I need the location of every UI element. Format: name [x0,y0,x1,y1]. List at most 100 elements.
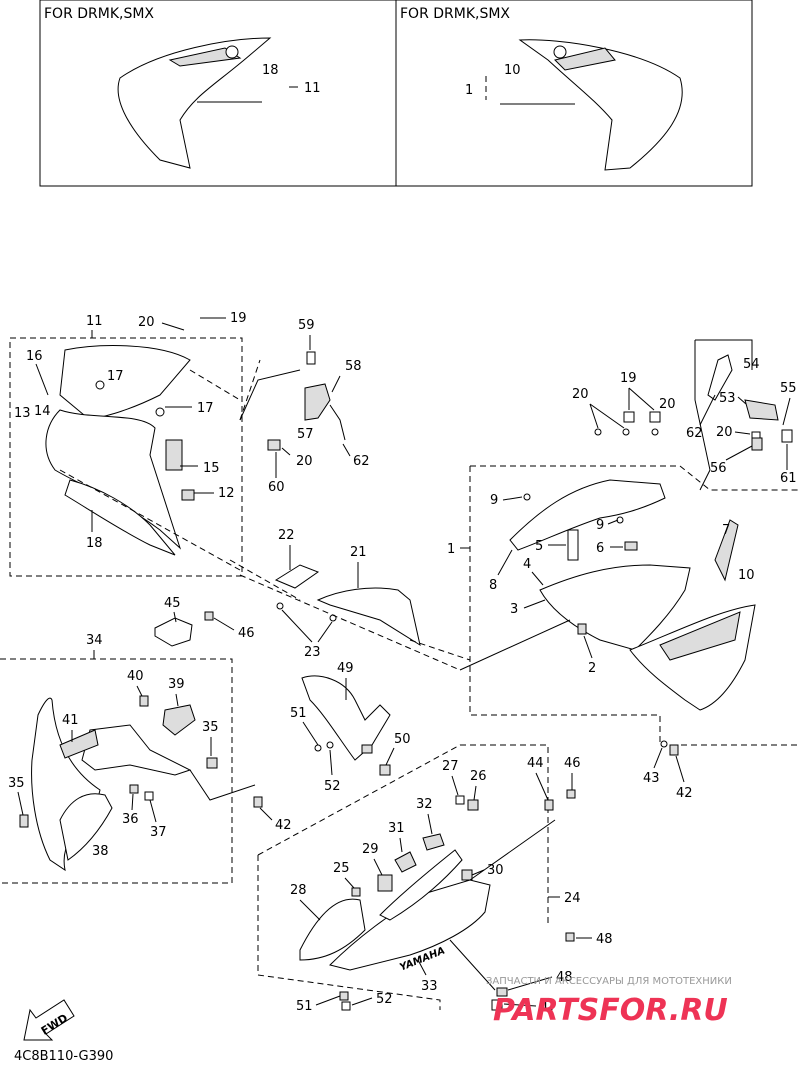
callout-58: 58 [345,359,362,374]
callout-label: 11 [304,81,321,96]
callout-41: 41 [62,713,79,728]
group-34 [0,658,263,884]
callout-42: 42 [676,786,693,801]
callout-60: 60 [268,480,285,495]
callout-48: 48 [596,932,613,947]
group-11 [9,337,301,601]
part-49 [301,675,391,776]
callout-2: 2 [588,661,596,676]
callout-23: 23 [304,645,321,660]
callout-31: 31 [388,821,405,836]
callout-56: 56 [710,461,727,476]
callout-26: 26 [470,769,487,784]
callout-33: 33 [421,979,438,994]
callout-57: 57 [297,427,314,442]
callout-51: 51 [296,999,313,1014]
callout-17: 17 [107,369,124,384]
callout-53: 53 [719,391,736,406]
callout-46: 46 [238,626,255,641]
callout-62: 62 [686,426,703,441]
bracket-57 [239,351,346,451]
callout-22: 22 [278,528,295,543]
callout-3: 3 [510,602,518,617]
callout-35: 35 [202,720,219,735]
stay-21-22 [239,564,571,671]
callout-30: 30 [487,863,504,878]
callout-15: 15 [203,461,220,476]
callout-40: 40 [127,669,144,684]
callout-10: 10 [738,568,755,583]
callout-38: 38 [92,844,109,859]
callout-44: 44 [527,756,544,771]
callout-13: 13 [14,406,31,421]
callout-8: 8 [489,578,497,593]
callout-17: 17 [197,401,214,416]
callout-35: 35 [8,776,25,791]
callout-28: 28 [290,883,307,898]
callout-7: 7 [722,523,730,538]
callout-4: 4 [523,557,531,572]
group-1 [469,465,800,746]
callout-20: 20 [138,315,155,330]
diagram-code: 4C8B110-G390 [14,1049,113,1064]
callout-54: 54 [743,357,760,372]
callout-21: 21 [350,545,367,560]
callout-6: 6 [596,541,604,556]
callout-19: 19 [230,311,247,326]
header-caption: FOR DRMK,SMX [400,6,510,22]
watermark-tagline: ЗАПЧАСТИ И АКСЕССУАРЫ ДЛЯ МОТОТЕХНИКИ [486,976,732,987]
part-42 [669,744,679,756]
callout-16: 16 [26,349,43,364]
callout-49: 49 [337,661,354,676]
callout-20: 20 [659,397,676,412]
callout-46: 46 [564,756,581,771]
callout-29: 29 [362,842,379,857]
fwd-arrow-icon: FWD [23,999,75,1041]
header-box-left: FOR DRMK,SMX 18 11 [39,0,397,187]
header-box-right: FOR DRMK,SMX 10 1 [395,0,753,187]
callout-label: 18 [262,63,279,78]
callout-61: 61 [780,471,797,486]
callout-55: 55 [780,381,797,396]
callout-label: 1 [465,83,473,98]
callout-37: 37 [150,825,167,840]
callout-39: 39 [168,677,185,692]
header-caption: FOR DRMK,SMX [44,6,154,22]
callout-62: 62 [353,454,370,469]
watermark-brand: PARTSFOR.RU [493,993,728,1028]
callout-24: 24 [564,891,581,906]
callout-9: 9 [490,493,498,508]
callout-52: 52 [376,992,393,1007]
callout-45: 45 [164,596,181,611]
callout-34: 34 [86,633,103,648]
callout-52: 52 [324,779,341,794]
callout-9: 9 [596,518,604,533]
bracket-53 [694,339,793,491]
part-45 [154,611,214,647]
callout-48: 48 [556,970,573,985]
callout-5: 5 [535,539,543,554]
callout-1: 1 [447,542,455,557]
callout-20: 20 [716,425,733,440]
callout-59: 59 [298,318,315,333]
callout-27: 27 [442,759,459,774]
callout-18: 18 [86,536,103,551]
callout-20: 20 [296,454,313,469]
group-24 [257,744,576,1011]
callout-25: 25 [333,861,350,876]
callout-42: 42 [275,818,292,833]
callout-32: 32 [416,797,433,812]
callout-36: 36 [122,812,139,827]
callout-43: 43 [643,771,660,786]
callout-47: 47 [540,1000,557,1015]
callout-19: 19 [620,371,637,386]
callout-20: 20 [572,387,589,402]
callout-51: 51 [290,706,307,721]
callout-11: 11 [86,314,103,329]
part-43 [660,740,668,748]
callout-14: 14 [34,404,51,419]
callout-50: 50 [394,732,411,747]
callout-12: 12 [218,486,235,501]
